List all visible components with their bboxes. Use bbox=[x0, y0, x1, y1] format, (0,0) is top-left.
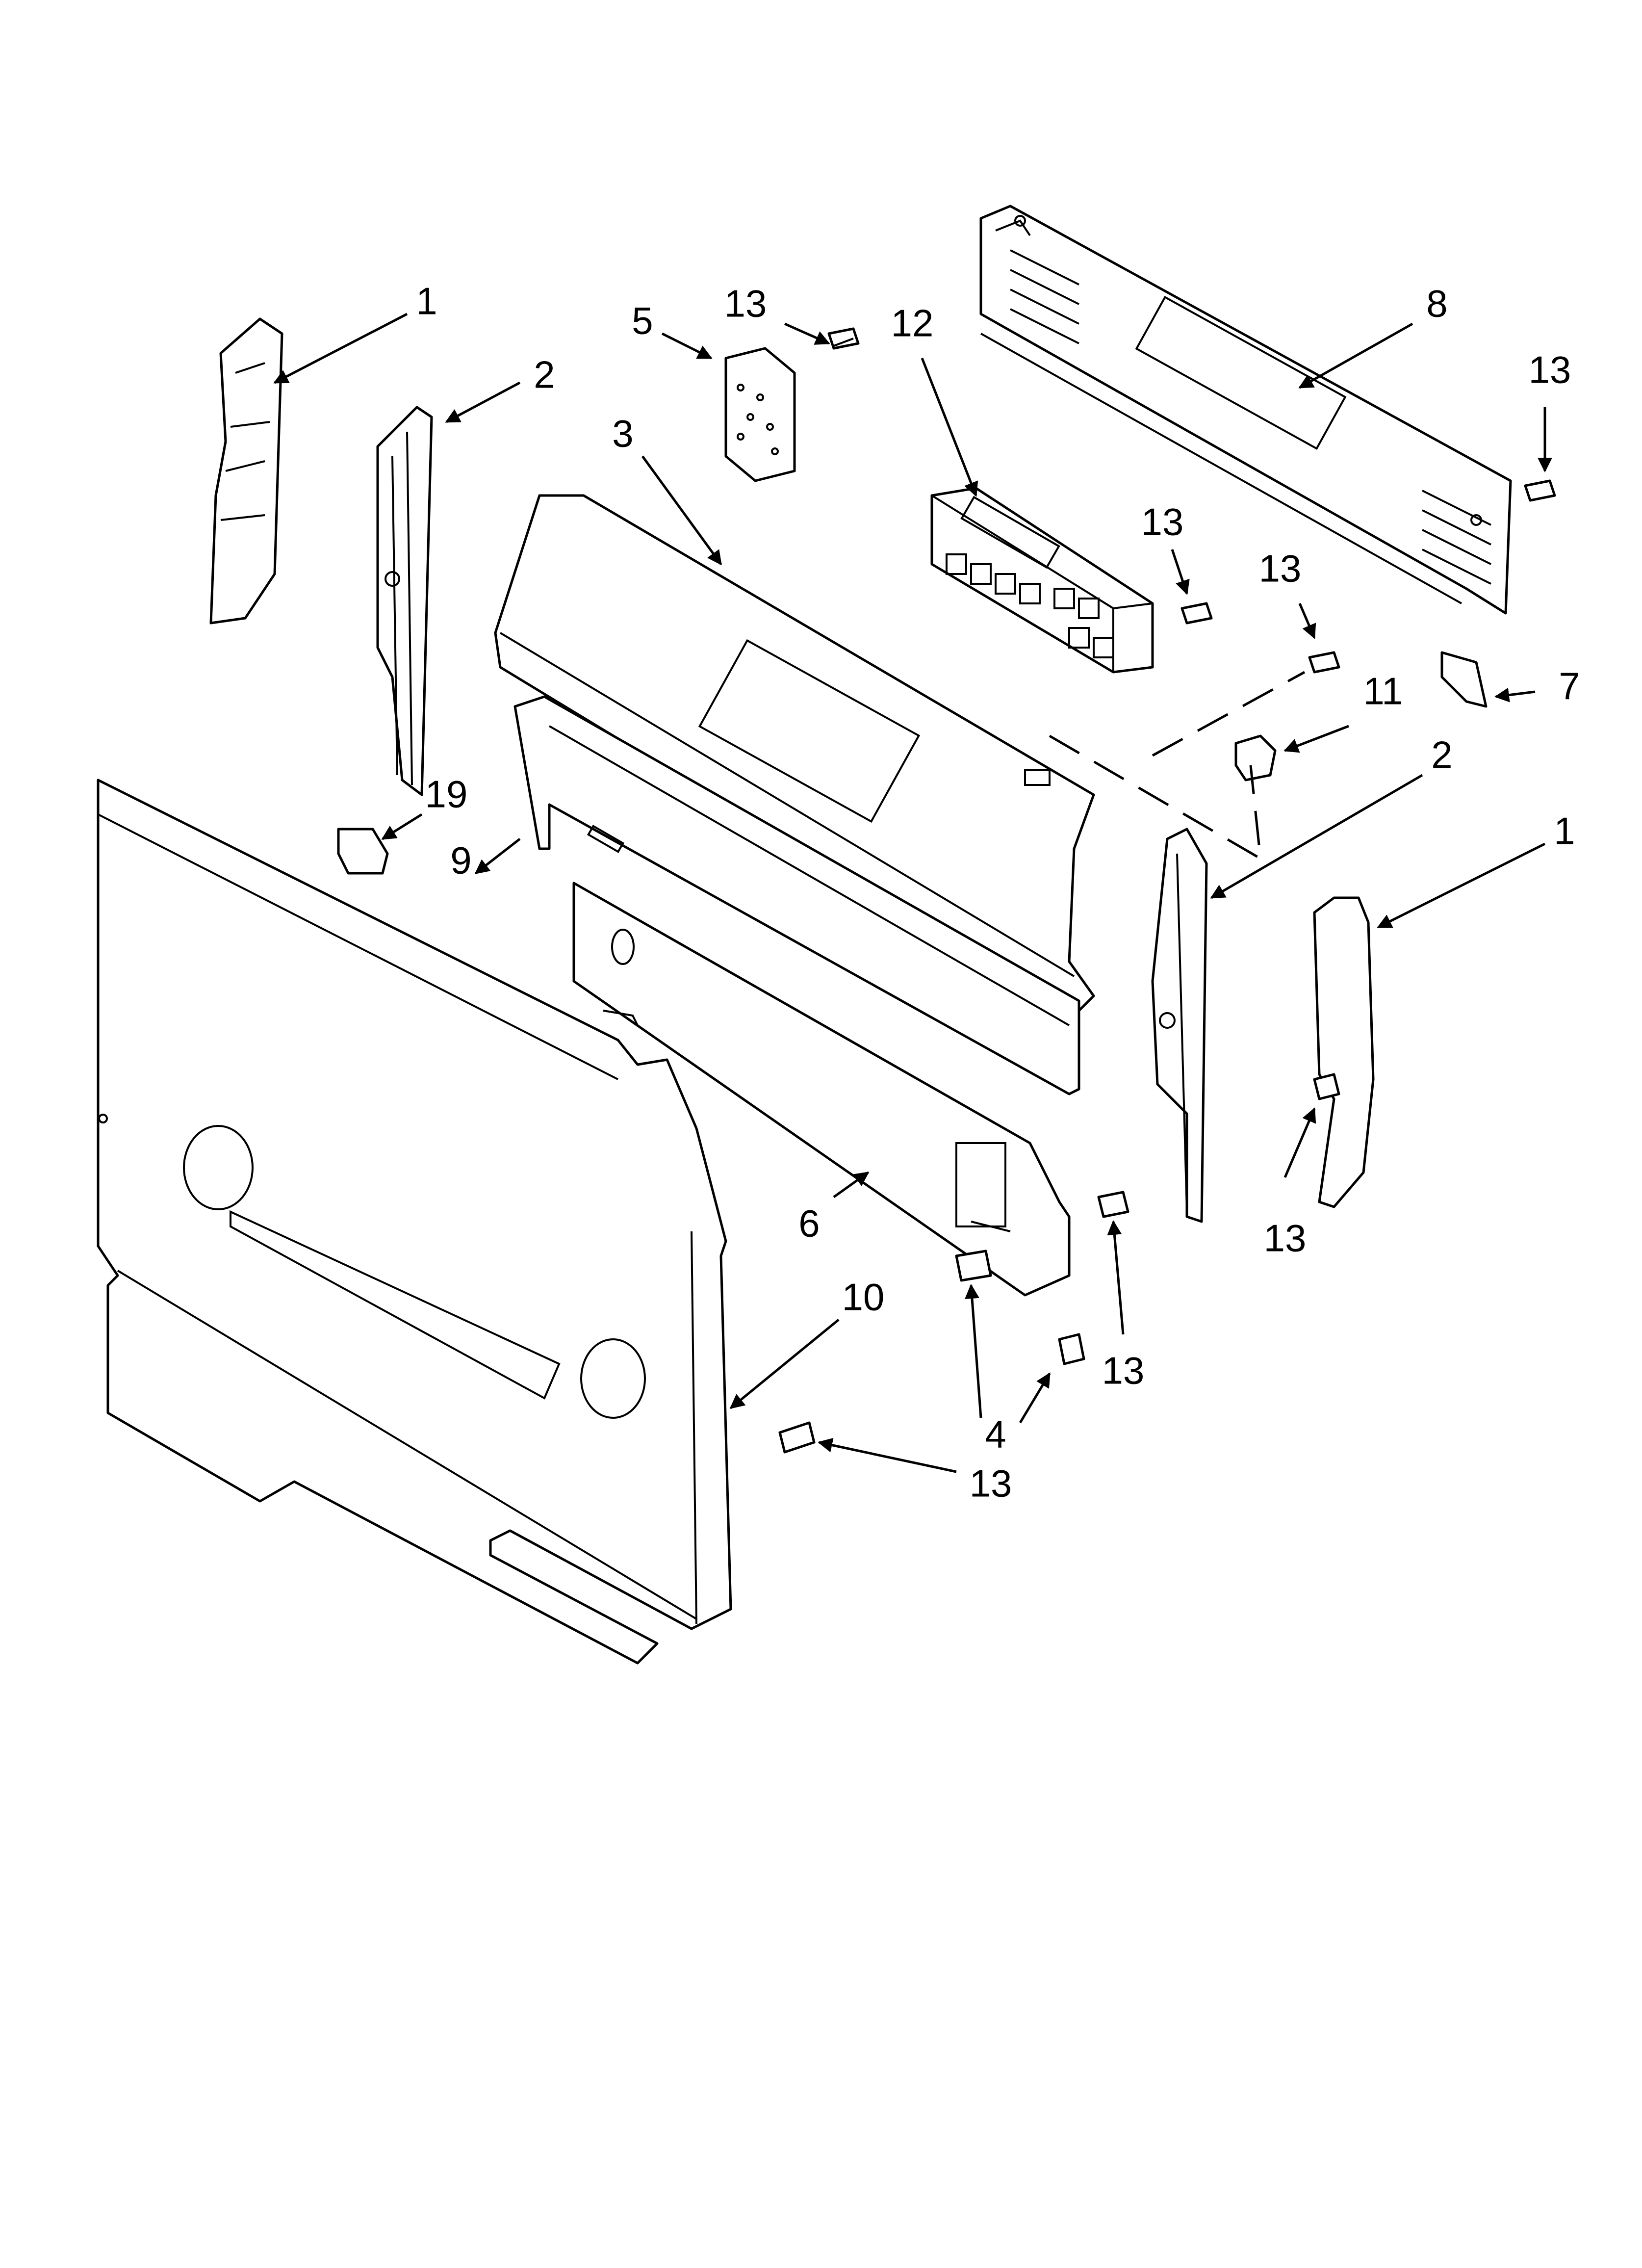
part-19-clip bbox=[337, 828, 389, 875]
callout-13-top-center: 13 bbox=[724, 282, 767, 325]
callout-2-right: 2 bbox=[1431, 733, 1452, 777]
callout-6: 6 bbox=[798, 1202, 820, 1245]
screw-13-panel-bottom bbox=[1058, 1333, 1085, 1365]
callout-7: 7 bbox=[1559, 665, 1580, 708]
callout-12: 12 bbox=[891, 302, 934, 345]
part-10-front-panel bbox=[97, 779, 732, 1665]
part-2-right-side-bracket bbox=[1151, 828, 1208, 1223]
callout-13-panel-right: 13 bbox=[1102, 1349, 1145, 1392]
part-2-left-side-bracket bbox=[376, 406, 433, 796]
callout-4: 4 bbox=[985, 1413, 1006, 1456]
leader-lines bbox=[273, 313, 1552, 1473]
screw-13-right-lower bbox=[1313, 1073, 1340, 1100]
callout-9: 9 bbox=[450, 839, 471, 882]
part-12-electronic-control bbox=[930, 487, 1154, 674]
callout-13-right-lower: 13 bbox=[1264, 1217, 1307, 1260]
callout-1-right: 1 bbox=[1554, 809, 1575, 853]
screw-group bbox=[778, 327, 1556, 1454]
alignment-line-2 bbox=[1049, 734, 1262, 861]
screw-4 bbox=[955, 1250, 992, 1282]
part-1-left-end-cap bbox=[209, 317, 283, 625]
callout-2-left: 2 bbox=[534, 353, 555, 396]
callout-13-front: 13 bbox=[970, 1462, 1012, 1505]
callout-10: 10 bbox=[842, 1276, 885, 1319]
callout-13-control: 13 bbox=[1141, 500, 1184, 544]
screw-13-front bbox=[778, 1421, 816, 1454]
part-11-bracket bbox=[1234, 734, 1277, 782]
screw-13-middle bbox=[1308, 651, 1340, 674]
screw-13-right-top bbox=[1524, 479, 1556, 502]
part-6-lower-panel bbox=[572, 882, 1071, 1297]
callout-5: 5 bbox=[632, 299, 653, 342]
callout-8: 8 bbox=[1426, 282, 1447, 325]
callout-1-left: 1 bbox=[416, 280, 437, 323]
part-8-rear-panel bbox=[979, 205, 1512, 615]
alignment-line-1 bbox=[1152, 671, 1306, 757]
callout-3: 3 bbox=[612, 412, 633, 455]
part-1-right-end-cap bbox=[1313, 896, 1375, 1208]
callout-labels: 1 2 3 5 13 12 8 13 13 13 7 11 2 1 13 19 … bbox=[416, 280, 1580, 1505]
part-5-circuit-board bbox=[724, 347, 796, 482]
callout-13-right-top: 13 bbox=[1529, 348, 1571, 391]
callout-13-middle: 13 bbox=[1259, 547, 1302, 590]
screw-13-top-center bbox=[827, 327, 860, 350]
part-7-clip bbox=[1440, 651, 1488, 708]
callout-19: 19 bbox=[425, 773, 468, 816]
screw-13-control bbox=[1180, 602, 1213, 625]
part-9-back-bracket bbox=[513, 695, 1080, 1095]
screw-13-panel-right bbox=[1097, 1191, 1129, 1218]
callout-11: 11 bbox=[1363, 670, 1403, 713]
